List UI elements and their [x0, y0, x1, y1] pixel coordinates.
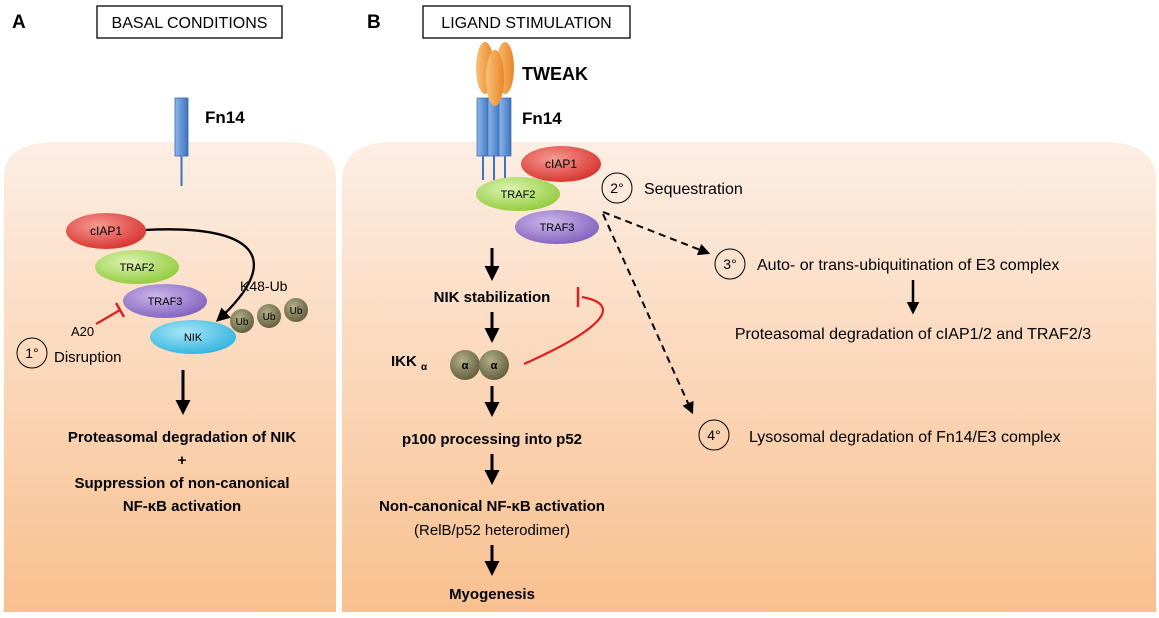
- traf2-b-label: TRAF2: [501, 189, 536, 201]
- step-1-circle: [16, 337, 48, 369]
- ciap1-a-label: cIAP1: [90, 224, 122, 238]
- result-line2: Suppression of non-canonical: [74, 475, 289, 492]
- k48-ub-label: K48-Ub: [240, 278, 288, 294]
- dashed-arrow-to-step4: [602, 213, 694, 415]
- step-2-label: Sequestration: [644, 181, 743, 198]
- result-plus: +: [178, 452, 187, 469]
- traf3-b-label: TRAF3: [540, 222, 575, 234]
- fn14-receptor-b2: [487, 97, 501, 157]
- relb-p52: (RelB/p52 heterodimer): [414, 522, 570, 539]
- ub-1-label: Ub: [236, 317, 249, 328]
- cell-a: [4, 142, 336, 612]
- cell-b: [342, 142, 1156, 612]
- ikk-alpha-2-label: α: [491, 360, 498, 372]
- step-3-label: Auto- or trans-ubiquitination of E3 comp…: [757, 257, 1059, 274]
- ikk-feedback-inhibit: [523, 295, 604, 366]
- step-4-label: Lysosomal degradation of Fn14/E3 complex: [749, 429, 1061, 446]
- step-1-num: 1°: [25, 345, 38, 361]
- step-3-num: 3°: [723, 256, 736, 272]
- traf2-a-label: TRAF2: [120, 262, 155, 274]
- ub-1: [230, 309, 254, 333]
- traf3-a: [123, 284, 207, 318]
- ub-2: [257, 304, 281, 328]
- step-2-circle: [601, 172, 633, 204]
- a20-inhibit-bar: [114, 302, 126, 318]
- traf2-a: [95, 250, 179, 284]
- step-3-result: Proteasomal degradation of cIAP1/2 and T…: [735, 326, 1091, 343]
- step-2-num: 2°: [610, 180, 623, 196]
- myogenesis: Myogenesis: [449, 586, 535, 603]
- panel-a-letter: A: [12, 12, 26, 33]
- tweak-subunit-3: [486, 50, 504, 106]
- panel-b-title: LIGAND STIMULATION: [441, 15, 611, 32]
- a20-label: A20: [71, 324, 94, 339]
- result-line3: NF-κB activation: [123, 498, 241, 515]
- nik-a: [150, 320, 236, 354]
- ub-3-label: Ub: [290, 306, 303, 317]
- step-1-label: Disruption: [54, 349, 122, 366]
- step-4-num: 4°: [707, 427, 720, 443]
- fn14-label-b: Fn14: [522, 109, 562, 128]
- step-3-circle: [714, 248, 746, 280]
- panel-a-title: BASAL CONDITIONS: [112, 15, 268, 32]
- ciap1-a: [66, 213, 146, 249]
- ikk-subscript: α: [421, 362, 428, 373]
- traf3-b: [515, 210, 599, 244]
- panel-a-title-box: [96, 5, 283, 39]
- ikk-alpha-1-label: α: [462, 360, 469, 372]
- result-line1: Proteasomal degradation of NIK: [68, 429, 297, 446]
- panel-b-letter: B: [367, 12, 381, 33]
- p100-processing: p100 processing into p52: [402, 431, 582, 448]
- panel-b-title-box: [422, 5, 631, 39]
- fn14-receptor-a: [174, 97, 189, 157]
- ikk-alpha-2: [479, 350, 509, 380]
- nfkb-activation: Non-canonical NF-κB activation: [379, 498, 605, 515]
- ub-3: [284, 298, 308, 322]
- panel-a: A BASAL CONDITIONS Fn14 cIAP1 TRAF2 TRAF…: [4, 5, 336, 612]
- traf2-b: [476, 177, 560, 211]
- a20-inhibit-line: [95, 309, 121, 325]
- nik-stabilization: NIK stabilization: [434, 289, 551, 306]
- fn14-receptor-b3: [498, 97, 512, 157]
- ikk-alpha-1: [450, 350, 480, 380]
- panel-b: B LIGAND STIMULATION TWEAK Fn14 cIAP1 TR…: [342, 5, 1156, 612]
- ciap1-b-label: cIAP1: [545, 157, 577, 171]
- ciap1-b: [521, 146, 601, 182]
- tweak-label: TWEAK: [522, 64, 588, 84]
- ub-2-label: Ub: [263, 312, 276, 323]
- fn14-label-a: Fn14: [205, 108, 245, 127]
- dashed-arrow-to-step3: [602, 211, 711, 256]
- step-4-circle: [698, 419, 730, 451]
- nik-a-label: NIK: [184, 332, 203, 344]
- ikk-label: IKK: [391, 353, 417, 370]
- fn14-receptor-b1: [476, 97, 490, 157]
- ciap1-to-nik-arrow: [144, 228, 255, 322]
- traf3-a-label: TRAF3: [148, 296, 183, 308]
